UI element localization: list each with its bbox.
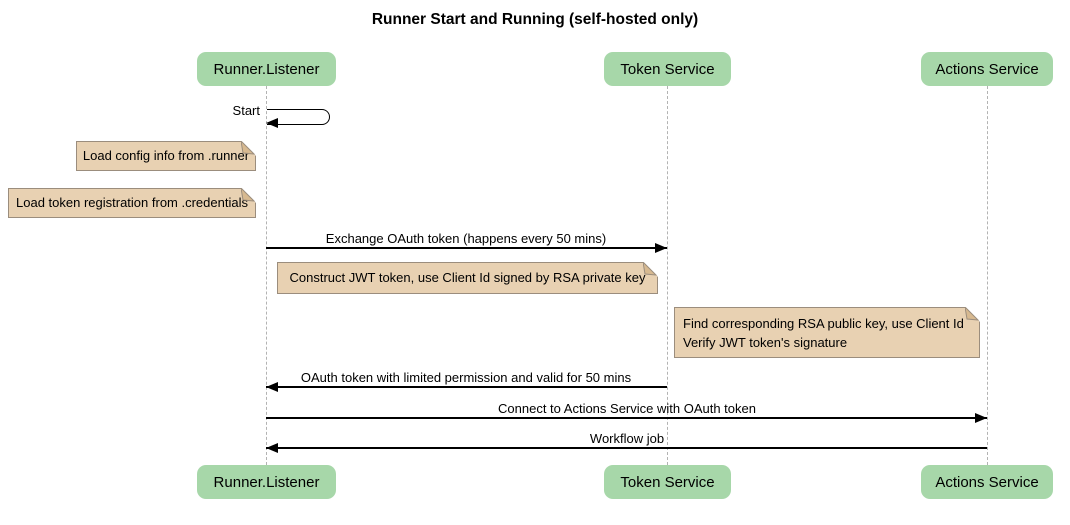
diagram-title: Runner Start and Running (self-hosted on…: [371, 11, 699, 28]
message-start-label: Start: [232, 103, 260, 118]
arrowhead-left-icon: [266, 118, 278, 128]
participant-label: Runner.Listener: [213, 473, 320, 491]
participant-label: Actions Service: [935, 60, 1039, 78]
arrowhead-left-icon: [266, 443, 278, 453]
note-fold-icon: [241, 188, 256, 203]
message-start-self-loop: [267, 109, 330, 125]
message-workflow-job-label: Workflow job: [589, 431, 665, 446]
arrowhead-right-icon: [975, 413, 987, 423]
note-load-token-registration: Load token registration from .credential…: [8, 188, 256, 218]
participant-label: Token Service: [620, 60, 715, 78]
lifeline-token-service: [667, 86, 668, 465]
message-workflow-job-line: [266, 447, 987, 449]
message-exchange-oauth-line: [266, 247, 667, 249]
note-load-config: Load config info from .runner: [76, 141, 256, 171]
participant-top-actions-service: Actions Service: [921, 52, 1053, 86]
participant-label: Token Service: [620, 473, 715, 491]
note-fold-icon: [643, 262, 658, 277]
message-connect-actions-line: [266, 417, 987, 419]
message-connect-actions-label: Connect to Actions Service with OAuth to…: [498, 401, 756, 416]
message-oauth-return-label: OAuth token with limited permission and …: [300, 370, 632, 385]
participant-bottom-runner-listener: Runner.Listener: [197, 465, 336, 499]
participant-bottom-token-service: Token Service: [604, 465, 731, 499]
note-text: Construct JWT token, use Client Id signe…: [289, 270, 646, 285]
note-text-line1: Find corresponding RSA public key, use C…: [683, 315, 964, 331]
arrowhead-right-icon: [655, 243, 667, 253]
participant-label: Runner.Listener: [213, 60, 320, 78]
note-fold-icon: [965, 307, 980, 322]
lifeline-runner-listener: [266, 86, 267, 465]
note-text: Load config info from .runner: [82, 148, 250, 163]
message-oauth-return-line: [266, 386, 667, 388]
participant-top-token-service: Token Service: [604, 52, 731, 86]
participant-label: Actions Service: [935, 473, 1039, 491]
message-exchange-oauth-label: Exchange OAuth token (happens every 50 m…: [325, 231, 607, 246]
note-text: Load token registration from .credential…: [16, 195, 248, 210]
note-text-line2: Verify JWT token's signature: [683, 334, 848, 350]
note-fold-icon: [241, 141, 256, 156]
participant-bottom-actions-service: Actions Service: [921, 465, 1053, 499]
note-construct-jwt: Construct JWT token, use Client Id signe…: [277, 262, 658, 294]
lifeline-actions-service: [987, 86, 988, 465]
arrowhead-left-icon: [266, 382, 278, 392]
participant-top-runner-listener: Runner.Listener: [197, 52, 336, 86]
note-verify-jwt: Find corresponding RSA public key, use C…: [674, 307, 980, 358]
